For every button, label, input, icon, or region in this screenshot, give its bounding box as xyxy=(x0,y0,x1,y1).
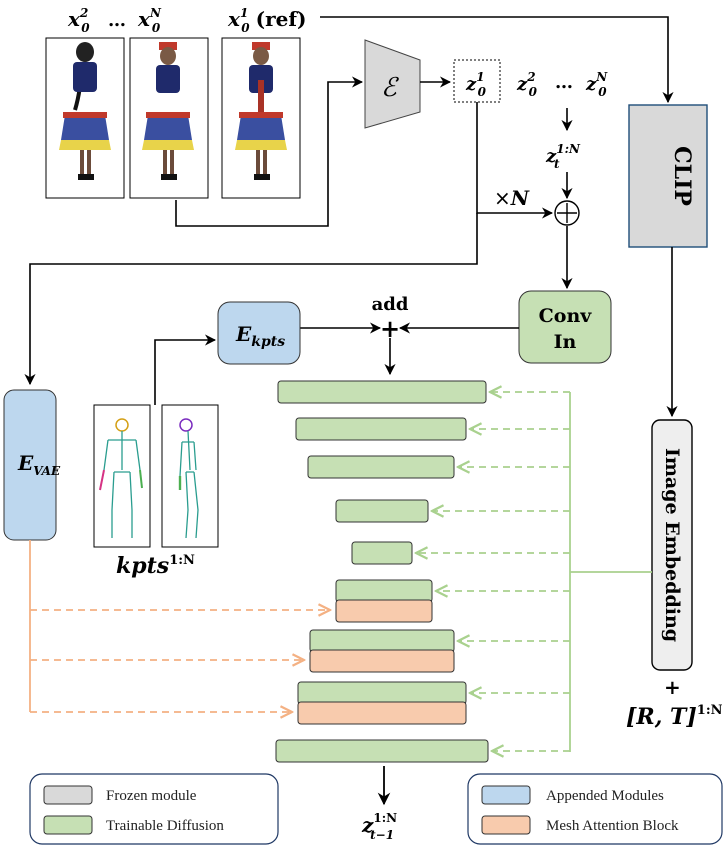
z0-1-box xyxy=(453,59,501,103)
clip-block xyxy=(628,104,708,248)
top-dots: … xyxy=(108,10,126,31)
arrow-z-to-evae xyxy=(24,213,478,386)
legend-right: Appended Modules Mesh Attention Block xyxy=(467,773,723,845)
conv-in-line1: Conv xyxy=(539,305,593,327)
input-image-x0-2 xyxy=(45,37,125,199)
legend-left: Frozen module Trainable Diffusion xyxy=(29,773,279,845)
unet-up-block-1 xyxy=(335,579,433,603)
mesh-attention-block-1 xyxy=(335,599,433,623)
unet-down-block-1 xyxy=(277,380,487,404)
mesh-attention-block-2 xyxy=(309,649,455,673)
times-n-label: ×N xyxy=(494,186,530,210)
add-label: add xyxy=(372,294,409,315)
unet-up-block-3 xyxy=(297,681,467,705)
embedding-cross-attn-arrows xyxy=(416,392,570,751)
rt-label: [R, T]1:N xyxy=(626,703,723,730)
legend-appended-swatch xyxy=(481,785,531,805)
image-embedding-block xyxy=(651,419,693,671)
unet-down-block-2 xyxy=(295,417,467,441)
kpts-image-1 xyxy=(93,404,151,548)
encoder-block xyxy=(364,39,421,129)
mesh-attention-block-3 xyxy=(297,701,467,725)
ekpts-block xyxy=(217,301,301,365)
legend-frozen-label: Frozen module xyxy=(106,788,197,804)
input-image-x0-N xyxy=(129,37,209,199)
clip-label: CLIP xyxy=(669,146,695,206)
legend-trainable-swatch xyxy=(43,815,93,835)
legend-mesh-label: Mesh Attention Block xyxy=(546,818,679,834)
arrow-ref-to-clip xyxy=(320,16,674,104)
encoder-symbol: ℰ xyxy=(381,73,399,103)
legend-frozen-swatch xyxy=(43,785,93,805)
unet-down-block-4 xyxy=(335,499,429,523)
conv-in-line2: In xyxy=(554,331,577,353)
image-embedding-label: Image Embedding xyxy=(661,448,683,642)
unet-mid-block xyxy=(351,541,413,565)
legend-appended-label: Appended Modules xyxy=(546,788,664,804)
legend-trainable-label: Trainable Diffusion xyxy=(106,818,224,834)
kpts-label: kpts1:N xyxy=(116,553,195,579)
conv-in-block xyxy=(518,290,612,364)
concat-plus-mark xyxy=(557,203,577,223)
input-image-x0-1-ref xyxy=(221,37,301,199)
rt-plus: + xyxy=(664,675,681,699)
add-plus: + xyxy=(380,314,400,343)
z-dots: … xyxy=(555,72,573,93)
arrow-kpts-to-ekpts xyxy=(154,334,217,405)
arrow-images-to-encoder xyxy=(175,76,364,227)
unet-up-block-2 xyxy=(309,629,455,653)
embedding-green-trunk xyxy=(569,392,652,752)
unet-out-block xyxy=(275,739,489,763)
legend-mesh-swatch xyxy=(481,815,531,835)
unet-blocks xyxy=(275,380,489,763)
kpts-image-2 xyxy=(161,404,219,548)
unet-down-block-3 xyxy=(307,455,455,479)
evae-label: EVAE xyxy=(17,451,61,478)
ekpts-label: Ekpts xyxy=(235,322,285,350)
